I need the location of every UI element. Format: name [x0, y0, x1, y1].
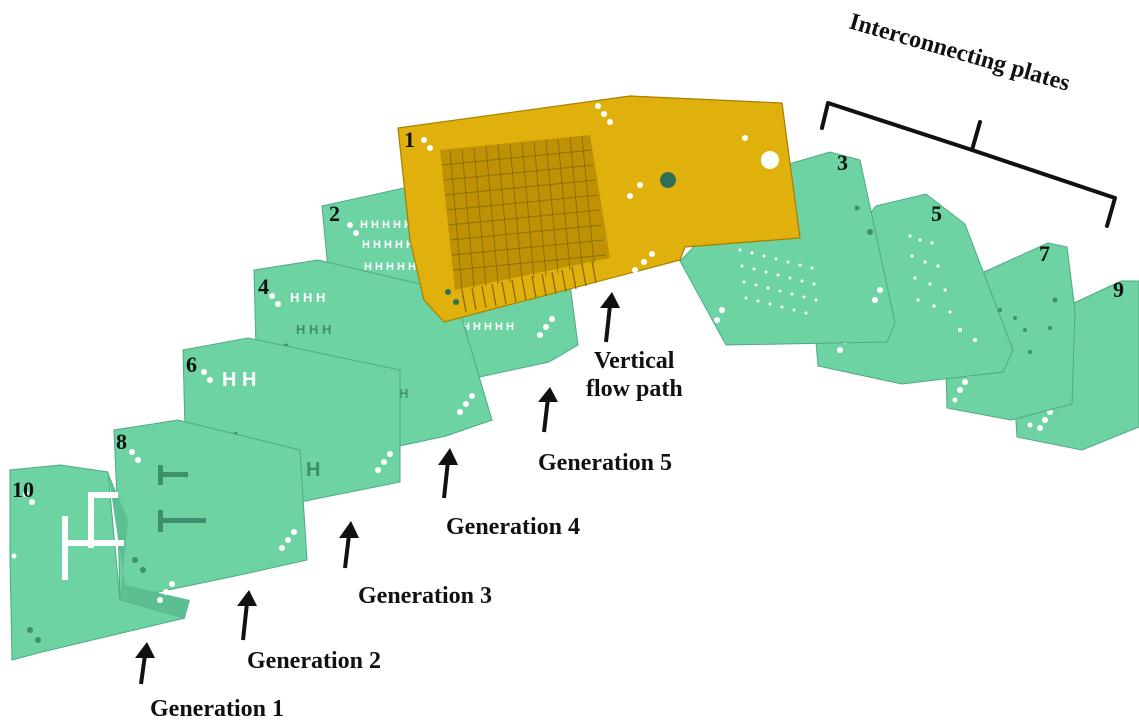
vertical-flow-arrow: [606, 305, 610, 342]
plate-number-5: 5: [931, 201, 942, 226]
plate-number-3: 3: [837, 150, 848, 175]
plate-number-6: 6: [186, 352, 197, 377]
plate-number-2: 2: [329, 201, 340, 226]
generation-5-label: Generation 5: [538, 450, 672, 476]
gen5-arrow: [544, 398, 548, 432]
vertical-flow-label-line2: flow path: [586, 376, 683, 402]
gen1-arrow: [141, 655, 145, 684]
plate-number-4: 4: [258, 274, 269, 299]
svg-text:H H H: H H H: [296, 322, 331, 337]
gen3-arrow: [345, 535, 349, 568]
generation-2-label: Generation 2: [247, 648, 381, 674]
interconnecting-plates-label: Interconnecting plates: [846, 9, 1073, 97]
vertical-flow-label-line1: Vertical: [594, 348, 675, 374]
plate-number-10: 10: [12, 477, 34, 502]
gen4-arrow: [444, 461, 448, 498]
generation-4-label: Generation 4: [446, 514, 580, 540]
plate-number-7: 7: [1039, 241, 1050, 266]
svg-text:H H H: H H H: [290, 290, 325, 305]
plate-number-1: 1: [404, 127, 415, 152]
plate-8: 8: [114, 420, 307, 600]
plate-number-9: 9: [1113, 277, 1124, 302]
gen2-arrow: [243, 603, 247, 640]
plate-number-8: 8: [116, 429, 127, 454]
generation-1-label: Generation 1: [150, 696, 284, 722]
generation-3-label: Generation 3: [358, 583, 492, 609]
svg-text:H H: H H: [222, 369, 256, 391]
